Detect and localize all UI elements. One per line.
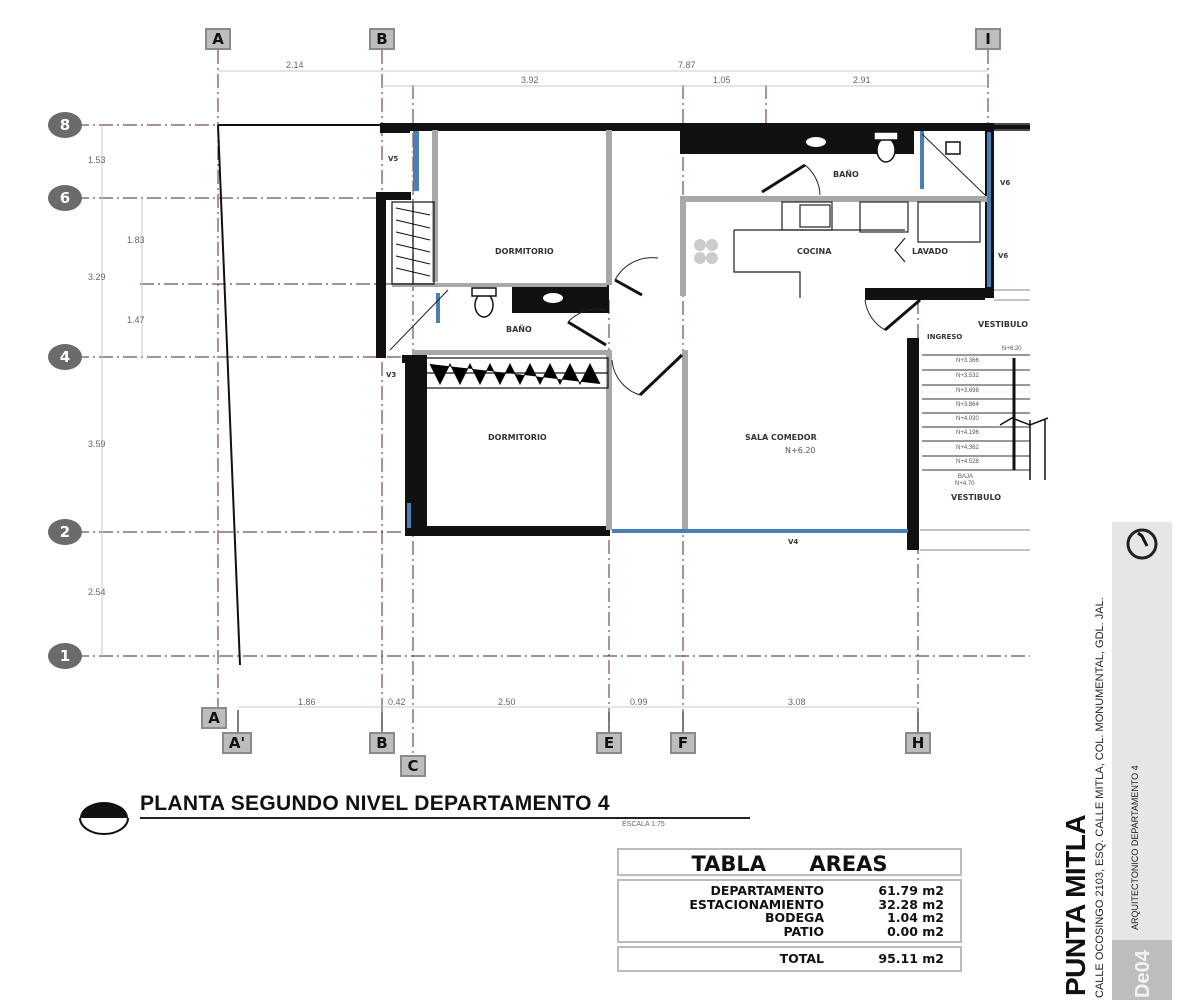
area-value: 61.79 m2: [878, 883, 944, 898]
area-value: 1.04 m2: [887, 910, 944, 925]
room-label-bano-2: BAÑO: [833, 170, 859, 179]
window-label-v6: V6: [1000, 179, 1011, 187]
sheet-name: ARQUITECTONICO DEPARTAMENTO 4: [1130, 765, 1140, 930]
dimension-label: 2.50: [498, 697, 516, 707]
stair-step-level: N+3.864: [956, 402, 979, 408]
axis-label-bottom-C: C: [400, 755, 426, 777]
areas-row: BODEGA 1.04 m2: [619, 911, 960, 925]
stair-level-top: N+6.20: [1002, 346, 1022, 352]
area-value: 0.00 m2: [887, 923, 944, 939]
room-label-lavado: LAVADO: [912, 247, 949, 256]
dimension-label: 3.92: [521, 75, 539, 85]
areas-title-right: AREAS: [809, 852, 888, 876]
dimension-label: 1.53: [88, 155, 106, 165]
dimension-label: 2.91: [853, 75, 871, 85]
section-title-symbol-icon: [79, 802, 129, 835]
room-label-bano-1: BAÑO: [506, 325, 532, 334]
north-arrow-icon: [1126, 528, 1158, 560]
stair-step-level: N+3.366: [956, 358, 979, 364]
drawing-title: PLANTA SEGUNDO NIVEL DEPARTAMENTO 4: [140, 792, 750, 819]
stair-step-level: N+4.362: [956, 445, 979, 451]
axis-label-top-I: I: [975, 28, 1001, 50]
area-label: ESTACIONAMIENTO: [689, 896, 824, 912]
title-block: PUNTA MITLA CALLE OCOSINGO 2103, ESQ. CA…: [1060, 520, 1200, 1000]
stair-baja-label: BAJA: [958, 474, 974, 480]
dimension-label: 2.54: [88, 587, 106, 597]
axis-label-8: 8: [48, 112, 82, 138]
area-label: BODEGA: [764, 910, 824, 925]
axis-label-bottom-E: E: [596, 732, 622, 754]
stair-step-level: N+3.698: [956, 388, 979, 394]
axis-label-2: 2: [48, 519, 82, 545]
areas-table-body: DEPARTAMENTO 61.79 m2 ESTACIONAMIENTO 32.2…: [617, 879, 962, 943]
sheet-code-panel: [1112, 940, 1172, 1000]
room-label-vestibulo-1: VESTIBULO: [978, 320, 1029, 329]
window-label-v4: V4: [788, 538, 799, 546]
stair-step-level: N+4.196: [956, 430, 979, 436]
area-value: 32.28 m2: [878, 896, 944, 912]
areas-table: TABLA AREAS DEPARTAMENTO 61.79 m2 ESTACIO…: [617, 848, 962, 975]
stair-step-level: N+4.528: [956, 459, 979, 465]
level-label-sala: N+6.20: [785, 446, 816, 455]
dimension-label: 2.14: [286, 60, 304, 70]
total-value: 95.11 m2: [878, 951, 944, 966]
dimension-label: 0.42: [388, 697, 406, 707]
areas-table-total: TOTAL 95.11 m2: [617, 946, 962, 972]
room-label-cocina: COCINA: [797, 247, 832, 256]
total-label: TOTAL: [779, 951, 824, 966]
dimension-label: 1.05: [713, 75, 731, 85]
room-label-vestibulo-2: VESTIBULO: [951, 493, 1002, 502]
areas-row: DEPARTAMENTO 61.79 m2: [619, 884, 960, 898]
axis-label-4: 4: [48, 344, 82, 370]
area-label: PATIO: [783, 923, 824, 939]
room-label-dormitorio-2: DORMITORIO: [488, 433, 547, 442]
axis-label-top-A: A: [205, 28, 231, 50]
areas-row: PATIO 0.00 m2: [619, 923, 960, 939]
sheet-code: De04: [1132, 950, 1154, 998]
stair-step-level: N+3.532: [956, 373, 979, 379]
axis-label-6: 6: [48, 185, 82, 211]
stair-step-level: N+4.030: [956, 416, 979, 422]
axis-label-bottom-H: H: [905, 732, 931, 754]
dimension-label: 7.87: [678, 60, 696, 70]
room-label-dormitorio-1: DORMITORIO: [495, 247, 554, 256]
dimension-label: 3.59: [88, 439, 106, 449]
axis-label-bottom-A-prime: A': [222, 732, 252, 754]
dimension-label: 1.86: [298, 697, 316, 707]
axis-label-top-B: B: [369, 28, 395, 50]
axis-label-bottom-B: B: [369, 732, 395, 754]
areas-title-left: TABLA: [691, 852, 767, 876]
room-label-sala-comedor: SALA COMEDOR: [745, 433, 817, 442]
axis-label-1: 1: [48, 643, 82, 669]
axis-label-bottom-A: A: [201, 707, 227, 729]
drawing-scale: ESCALA 1:75: [622, 821, 665, 828]
title-block-panel: [1112, 522, 1172, 1000]
window-label-v6: V6: [998, 252, 1009, 260]
areas-row: ESTACIONAMIENTO 32.28 m2: [619, 896, 960, 912]
dimension-label: 1.83: [127, 235, 145, 245]
areas-table-header: TABLA AREAS: [617, 848, 962, 876]
window-label-v5: V5: [388, 155, 399, 163]
axis-label-bottom-F: F: [670, 732, 696, 754]
window-label-v3: V3: [386, 371, 397, 379]
dimension-label: 1.47: [127, 315, 145, 325]
dimension-label: 3.29: [88, 272, 106, 282]
stair-baja-level: N+4.70: [955, 481, 975, 487]
area-label: DEPARTAMENTO: [710, 883, 825, 898]
room-label-ingreso: INGRESO: [927, 333, 963, 341]
dimension-label: 0.99: [630, 697, 648, 707]
project-name: PUNTA MITLA: [1060, 814, 1091, 996]
project-address: CALLE OCOSINGO 2103, ESQ. CALLE MITLA, C…: [1094, 597, 1106, 998]
dimension-label: 3.08: [788, 697, 806, 707]
